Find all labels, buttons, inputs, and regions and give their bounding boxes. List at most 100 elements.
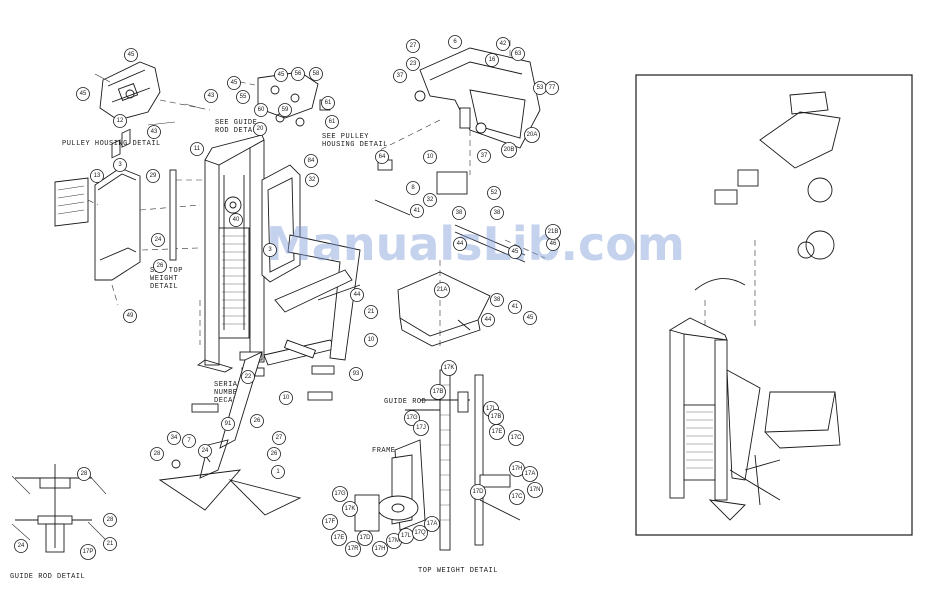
guide-rod-detail: GUIDE ROD DETAIL — [10, 464, 107, 581]
callout-bubble: 58 — [309, 67, 323, 81]
callout-label: 37 — [481, 153, 488, 159]
callout-label: 32 — [427, 197, 434, 203]
callout-label: 3 — [118, 162, 122, 168]
callout-bubble: 16 — [485, 53, 499, 67]
callout-label: 17G — [406, 415, 418, 421]
serial-caption-1: SERIAL — [214, 381, 242, 389]
callout-bubble: 77 — [545, 81, 559, 95]
callout-label: 20 — [257, 126, 264, 132]
callout-bubble: 26 — [267, 447, 281, 461]
callout-bubble: 17C — [508, 430, 524, 446]
callout-label: 45 — [231, 80, 238, 86]
see-top-caption-2: WEIGHT — [150, 275, 178, 283]
callout-bubble: 91 — [221, 417, 235, 431]
callout-label: 43 — [151, 129, 158, 135]
see-pulley-caption-2: HOUSING DETAIL — [322, 141, 388, 149]
callout-bubble: 40 — [229, 213, 243, 227]
callout-bubble: 38 — [452, 206, 466, 220]
callout-label: 49 — [127, 313, 134, 319]
callout-label: 17D — [359, 535, 371, 541]
callout-label: 17G — [334, 491, 346, 497]
callout-label: 55 — [240, 94, 247, 100]
callout-label: 20A — [527, 132, 538, 138]
callout-label: 24 — [18, 543, 25, 549]
callout-bubble: 20B — [501, 142, 517, 158]
callout-bubble: 17H — [372, 541, 388, 557]
callout-bubble: 42 — [496, 37, 510, 51]
callout-label: 17C — [511, 494, 523, 500]
callout-bubble: 26 — [153, 259, 167, 273]
callout-label: 17A — [525, 471, 536, 477]
callout-label: 21B — [548, 229, 559, 235]
callout-bubble: 45 — [124, 48, 138, 62]
callout-bubble: 17J — [413, 420, 429, 436]
see-guide-caption-2: ROD DETAIL — [215, 127, 262, 135]
callout-bubble: 45 — [76, 87, 90, 101]
callout-label: 45 — [512, 249, 519, 255]
callout-label: 21A — [437, 287, 448, 293]
callout-bubble: 45 — [508, 245, 522, 259]
callout-bubble: 60 — [254, 103, 268, 117]
callout-label: 20B — [504, 147, 515, 153]
callout-bubble: 10 — [364, 333, 378, 347]
callout-label: 27 — [410, 43, 417, 49]
callout-label: 13 — [94, 173, 101, 179]
callout-label: 44 — [457, 241, 464, 247]
see-top-caption-1: SEE TOP — [150, 267, 183, 275]
callout-bubble: 28 — [103, 513, 117, 527]
callout-label: 32 — [309, 177, 316, 183]
callout-label: 38 — [494, 210, 501, 216]
callout-bubble: 10 — [423, 150, 437, 164]
callout-bubble: 41 — [410, 204, 424, 218]
assembled-view-panel — [635, 74, 913, 536]
callout-label: 28 — [81, 471, 88, 477]
callout-label: 63 — [515, 51, 522, 57]
callout-bubble: 44 — [453, 237, 467, 251]
callout-bubble: 17B — [430, 384, 446, 400]
callout-bubble: 52 — [487, 186, 501, 200]
callout-bubble: 17D — [470, 484, 486, 500]
callout-bubble: 13 — [90, 169, 104, 183]
callout-label: 43 — [208, 93, 215, 99]
callout-label: 38 — [456, 210, 463, 216]
callout-bubble: 8 — [406, 181, 420, 195]
callout-bubble: 27 — [272, 431, 286, 445]
callout-bubble: 10 — [279, 391, 293, 405]
callout-label: 27 — [276, 435, 283, 441]
callout-bubble: 55 — [236, 90, 250, 104]
top-weight-caption: TOP WEIGHT DETAIL — [418, 567, 498, 575]
callout-label: 59 — [282, 107, 289, 113]
serial-caption-2: NUMBER — [214, 389, 243, 397]
callout-bubble: 20A — [524, 127, 540, 143]
callout-bubble: 17K — [342, 501, 358, 517]
callout-bubble: 24 — [14, 539, 28, 553]
callout-label: 17A — [427, 521, 438, 527]
callout-bubble: 24 — [151, 233, 165, 247]
callout-bubble: 56 — [291, 67, 305, 81]
callout-label: 41 — [414, 208, 421, 214]
callout-label: 3 — [268, 247, 272, 253]
callout-bubble: 53 — [533, 81, 547, 95]
callout-label: 93 — [353, 371, 360, 377]
callout-bubble: 37 — [477, 149, 491, 163]
callout-label: 61 — [325, 100, 332, 106]
pulley-housing-caption: PULLEY HOUSING DETAIL — [62, 140, 161, 148]
callout-label: 24 — [155, 237, 162, 243]
callout-bubble: 17N — [527, 482, 543, 498]
callout-bubble: 17P — [80, 544, 96, 560]
callout-bubble: 17G — [332, 486, 348, 502]
callout-bubble: 12 — [113, 114, 127, 128]
callout-label: 17J — [416, 425, 426, 431]
watermark: ManualsLib.com — [266, 217, 685, 271]
see-top-caption-3: DETAIL — [150, 283, 178, 291]
callout-bubble: 3 — [113, 158, 127, 172]
callout-label: 17H — [511, 466, 522, 472]
callout-label: 17M — [388, 538, 400, 544]
callout-bubble: 17D — [357, 530, 373, 546]
callout-label: 17L — [401, 533, 412, 539]
callout-label: 29 — [150, 173, 157, 179]
callout-bubble: 21B — [545, 224, 561, 240]
callout-bubble: 17G — [404, 410, 420, 426]
callout-bubble: 38 — [490, 206, 504, 220]
callout-label: 60 — [258, 107, 265, 113]
